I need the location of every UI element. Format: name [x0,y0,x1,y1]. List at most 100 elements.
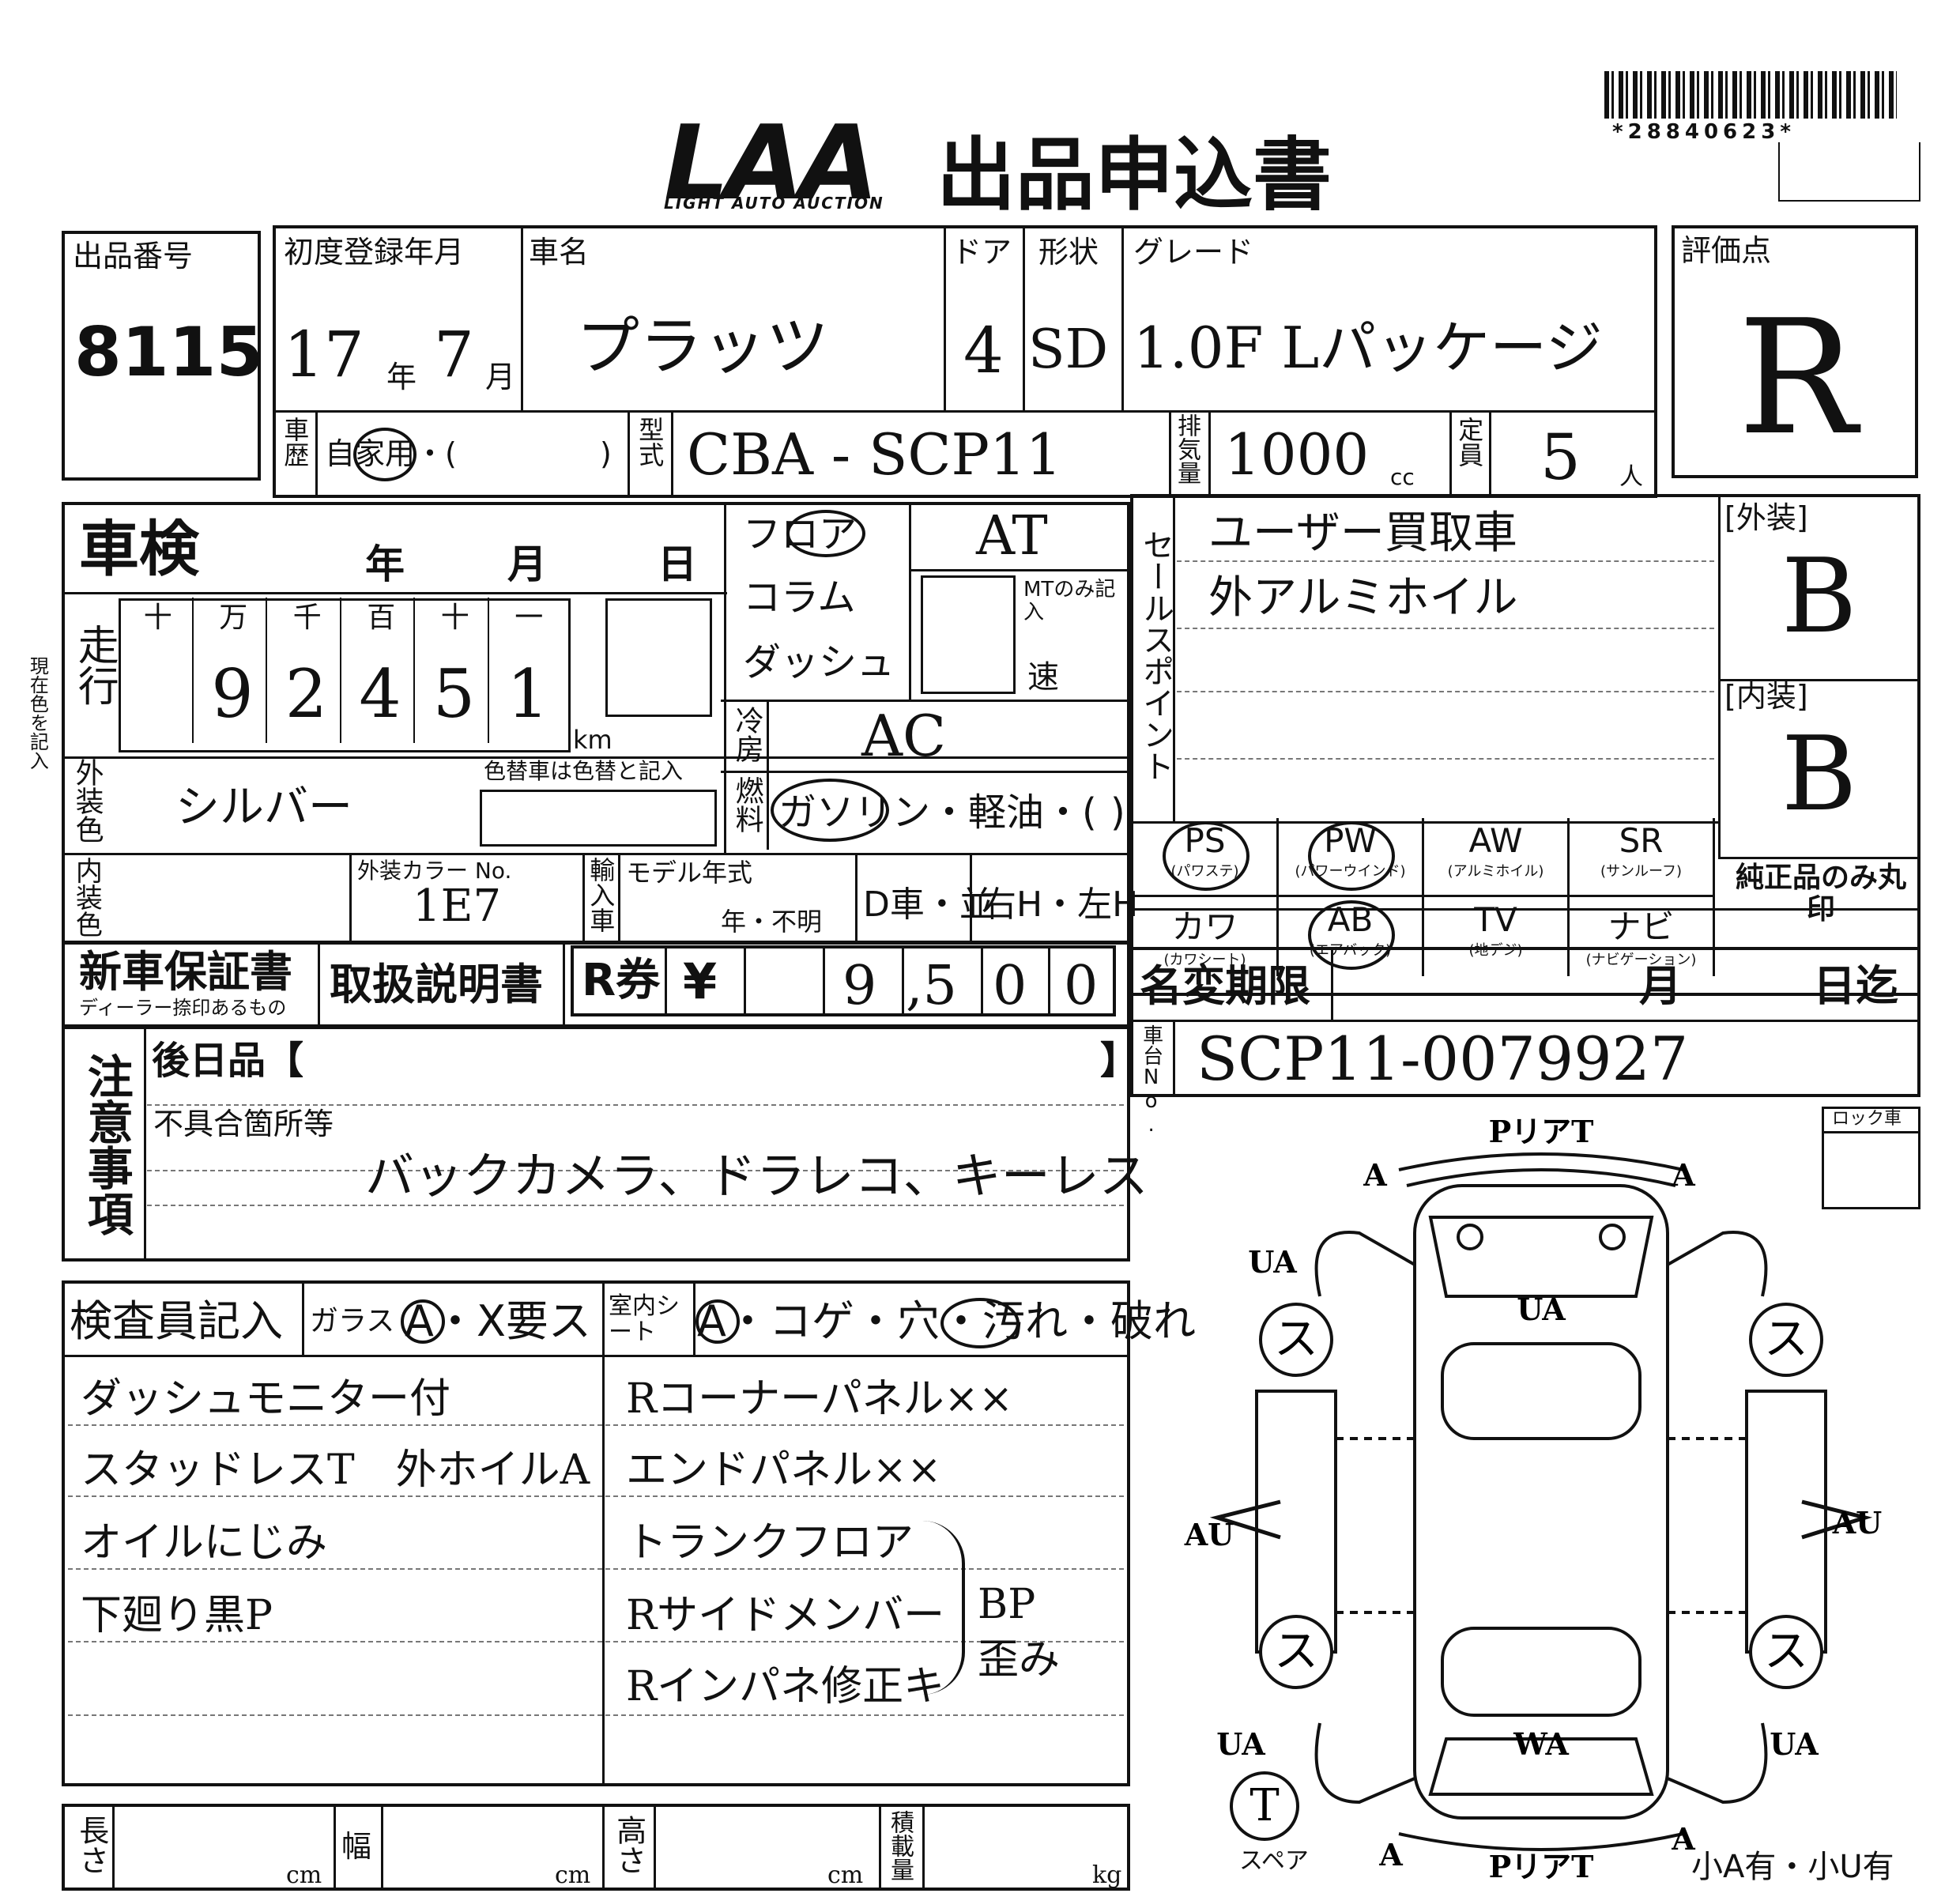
price-digit-1: 9 [842,955,877,1017]
inspector-left-2: スタッドレスT 外ホイルA [81,1446,590,1494]
cooler-value: AC [861,703,947,769]
car-windshield [1441,1342,1642,1440]
later-label: 後日品【 [152,1039,304,1083]
odometer-digit-value: 9 [211,655,254,733]
equipment-grid: PS(パワステ)PW(パワーウインド)AW(アルミホイル)SR(サンルーフ)カワ… [1133,818,1715,989]
defects-value: バックカメラ、ドラレコ、キーレス [365,1147,1148,1205]
interior-label: [内装] [1724,679,1808,714]
model-value: CBA - SCP11 [687,421,1062,488]
odometer-digit-value: 1 [507,655,549,733]
shift-floor-circle [786,510,865,557]
history-close: ) [600,436,612,471]
height-label: 高さ [611,1815,646,1875]
price-digit-2: ,5 [906,955,957,1017]
damage-mark: A [1363,1157,1387,1193]
score-value: R [1738,286,1857,470]
mileage-note-box [605,598,712,717]
exterior-label: [外装] [1724,500,1808,535]
capacity-label: 定員 [1454,417,1485,467]
notes-label: 注意事項 [79,1053,134,1236]
damage-mark: A [1378,1837,1403,1872]
load-unit: kg [1092,1861,1122,1889]
notes-box: 注意事項 後日品【 】 不具合箇所等 バックカメラ、ドラレコ、キーレス [62,1026,1148,1262]
barcode-number: *28840623* [1612,120,1796,144]
front-panel-label: PリアT [1489,1114,1594,1149]
shaken-year: 年 [365,541,405,587]
grade-label: グレード [1133,235,1254,270]
score-box: 評価点 R [1672,225,1918,478]
sales-point-box: セールスポイント ユーザー買取車 外アルミホイル [外装] B [内装] B 純… [1130,494,1920,996]
shaken-day: 日 [658,541,697,587]
reg-year: 17 [284,318,364,391]
bp-bracket [922,1521,965,1695]
damage-mark: UA [1216,1726,1265,1762]
car-hood [1428,1216,1654,1298]
color-no-label: 外装カラー No. [357,858,512,884]
displacement-value: 1000 [1224,421,1370,488]
odometer-digit-label: 万 [219,602,248,634]
equipment-cell: カワ(カワシート) [1133,897,1279,976]
form-title: 出品申込書 [937,129,1332,221]
shaken-month: 月 [507,541,547,587]
capacity-value: 5 [1540,421,1581,494]
inspector-left-1: ダッシュモニター付 [81,1375,451,1423]
seat-circle-a [695,1299,740,1344]
inspector-right-3: トランクフロア [626,1519,914,1567]
reg-month: 7 [434,318,474,391]
laa-logo: LAA [664,103,879,223]
interior-grade: B [1781,714,1857,834]
d-car-label: D車・並 [863,884,994,925]
shift-value: AT [976,505,1048,568]
inspector-label: 検査員記入 [70,1296,283,1346]
barcode-frame [1778,142,1920,202]
lock-box: ロック車 [1822,1107,1920,1209]
car-name: プラッツ [576,310,829,383]
odometer-digit-label: 百 [367,602,396,634]
car-right-front-fender [1667,1231,1768,1297]
lock-label: ロック車 [1832,1109,1902,1129]
side-note: 現在色を記入 [26,656,49,770]
history-label: 車歴 [280,417,311,467]
barcode [1604,71,1897,119]
yen-sign: ¥ [683,952,718,1010]
equipment-subtitle: (アルミホイル) [1447,863,1544,880]
later-close: 】 [1100,1039,1139,1083]
bp-note-2: 歪み [978,1636,1061,1684]
score-label: 評価点 [1681,233,1772,268]
equipment-subtitle: (ナビゲーション) [1585,952,1697,968]
fuel-close: ) [1110,790,1125,835]
odometer-digit-value: 4 [359,655,401,733]
equipment-subtitle: (サンルーフ) [1600,863,1682,880]
damage-mark: A [1671,1821,1695,1857]
body-label: 形状 [1038,235,1099,270]
model-year-label: モデル年式 [626,858,753,888]
first-reg-label: 初度登録年月 [284,235,465,270]
spare-circle [1230,1771,1299,1841]
lot-number-value: 8115 [74,313,264,392]
manual-label: 取扱説明書 [330,960,543,1009]
odometer-digit-label: 十 [143,602,172,634]
equipment-cell: AW(アルミホイル) [1424,818,1570,897]
model-label: 型式 [635,417,665,467]
cooler-label: 冷房 [730,706,763,763]
km-unit: km [573,725,612,755]
equipment-cell: TV(地デジ) [1424,897,1570,976]
inspector-box: 検査員記入 ガラス A・X要ス 室内シート A・コゲ・穴・汚れ・破れ ダッシュモ… [62,1280,1196,1786]
odometer-digit-label: 十 [440,602,469,634]
spare-label: スペア [1239,1847,1309,1875]
mileage-label: 走行 [70,624,119,706]
odometer-cell: 十 [118,598,192,743]
price-digit-3: 0 [993,955,1027,1017]
car-right-side [1745,1390,1827,1654]
damage-mark: WA [1513,1726,1569,1762]
nc-day: 日迄 [1813,961,1898,1011]
year-unknown: 年・不明 [721,907,823,937]
exterior-grade: B [1781,536,1857,656]
width-label: 幅 [341,1829,372,1864]
rear-panel-label: PリアT [1489,1849,1594,1884]
odometer-grid [119,598,571,752]
history-circle [353,428,416,481]
